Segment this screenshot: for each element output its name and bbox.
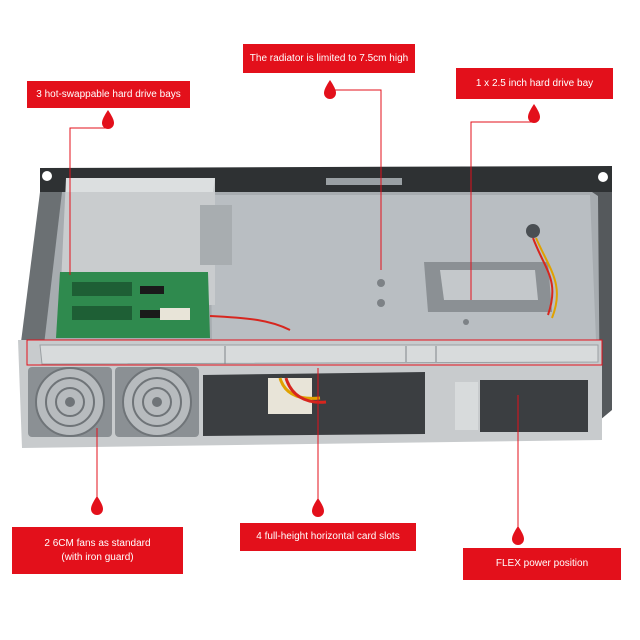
callout-fans: 2 6CM fans as standard (with iron guard) [12, 527, 183, 574]
callout-card-slots: 4 full-height horizontal card slots [240, 523, 416, 551]
callout-hdd-bay-text: 1 x 2.5 inch hard drive bay [475, 77, 594, 89]
right-side-wall [592, 192, 612, 420]
callout-drive-bays: 3 hot-swappable hard drive bays [27, 81, 190, 108]
left-side-wall [20, 192, 62, 350]
callout-fans-line2: (with iron guard) [61, 551, 134, 563]
backplane-pcb [56, 272, 210, 338]
drop-markers [91, 80, 540, 545]
callout-fans-line1: 2 6CM fans as standard [44, 537, 151, 549]
power-switch-wires [209, 224, 558, 331]
callout-radiator: The radiator is limited to 7.5cm high [243, 44, 415, 73]
callout-drive-bays-text: 3 hot-swappable hard drive bays [36, 88, 181, 100]
callout-flex-power-text: FLEX power position [495, 558, 589, 569]
fan-left [28, 367, 112, 437]
leader-lines [26, 89, 603, 530]
callout-radiator-text: The radiator is limited to 7.5cm high [249, 52, 409, 64]
fan-right [115, 367, 199, 437]
callout-flex-power: FLEX power position [463, 548, 621, 580]
callout-card-slots-text: 4 full-height horizontal card slots [256, 531, 400, 542]
callout-hdd-bay: 1 x 2.5 inch hard drive bay [456, 68, 613, 99]
